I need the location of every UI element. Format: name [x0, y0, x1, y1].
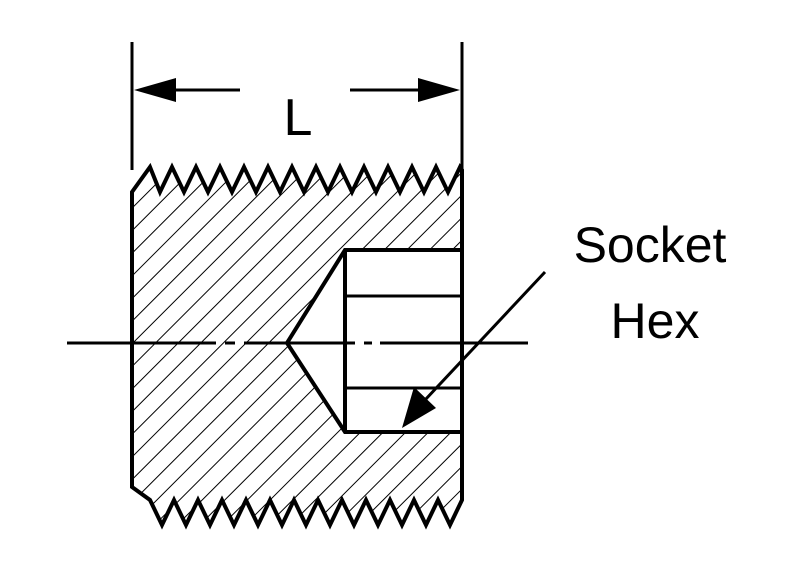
callout-label-socket: Socket [574, 217, 727, 273]
plug-outline [130, 162, 464, 530]
dimension-label-l: L [284, 89, 313, 147]
callout-arrowhead [402, 387, 436, 428]
right-arrowhead [418, 78, 460, 102]
callout-leader-line [423, 270, 547, 402]
left-arrowhead [134, 78, 176, 102]
callout-label-hex: Hex [611, 293, 700, 349]
